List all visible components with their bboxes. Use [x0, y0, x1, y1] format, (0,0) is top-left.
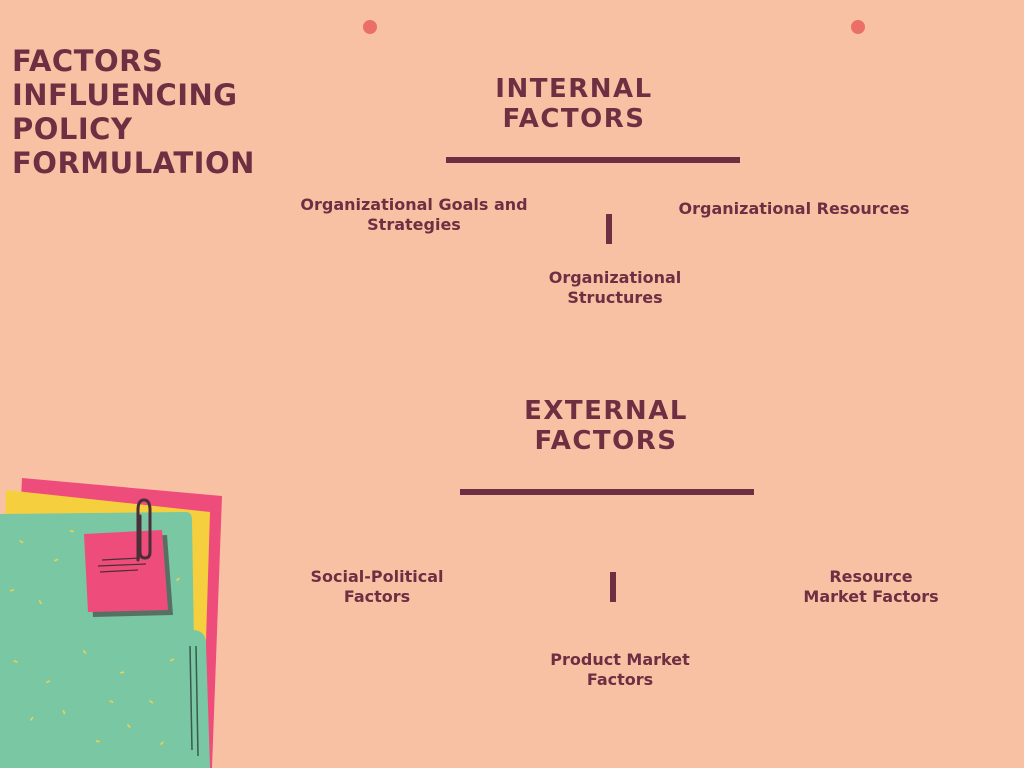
internal-item-structures: Organizational Structures	[530, 268, 700, 308]
folder-front	[0, 630, 210, 768]
internal-divider-bar	[446, 157, 740, 163]
title-line: INFLUENCING	[12, 78, 238, 112]
item-line: Factors	[586, 670, 654, 689]
external-item-resource-market: Resource Market Factors	[796, 567, 946, 607]
internal-item-resources: Organizational Resources	[676, 199, 912, 219]
external-divider-bar	[460, 489, 754, 495]
external-connector-tick	[610, 572, 616, 602]
title-line: FACTORS	[12, 44, 164, 78]
paperclip-icon	[136, 498, 152, 562]
item-line: Social-Political	[310, 567, 444, 586]
item-line: Factors	[343, 587, 411, 606]
top-dot-right	[851, 20, 865, 34]
heading-line: EXTERNAL	[524, 396, 688, 426]
item-line: Organizational	[548, 268, 682, 287]
item-line: Organizational Resources	[678, 199, 910, 218]
title-line: FORMULATION	[12, 146, 255, 180]
external-item-social-political: Social-Political Factors	[300, 567, 454, 607]
external-factors-heading: EXTERNAL FACTORS	[506, 396, 706, 456]
page-title: FACTORS INFLUENCING POLICY FORMULATION	[12, 44, 255, 180]
external-item-product-market: Product Market Factors	[540, 650, 700, 690]
item-line: Organizational Goals and	[300, 195, 528, 214]
item-line: Strategies	[367, 215, 461, 234]
heading-line: FACTORS	[502, 104, 646, 134]
internal-item-goals: Organizational Goals and Strategies	[298, 195, 530, 235]
item-line: Resource	[829, 567, 913, 586]
heading-line: FACTORS	[534, 426, 678, 456]
title-line: POLICY	[12, 112, 133, 146]
folder-illustration	[0, 478, 222, 768]
sticky-note	[84, 530, 173, 617]
item-line: Product Market	[550, 650, 690, 669]
folder-speckles	[9, 530, 181, 746]
item-line: Structures	[567, 288, 663, 307]
internal-factors-heading: INTERNAL FACTORS	[474, 74, 674, 134]
heading-line: INTERNAL	[495, 74, 653, 104]
top-dot-left	[363, 20, 377, 34]
internal-connector-tick	[606, 214, 612, 244]
item-line: Market Factors	[803, 587, 939, 606]
